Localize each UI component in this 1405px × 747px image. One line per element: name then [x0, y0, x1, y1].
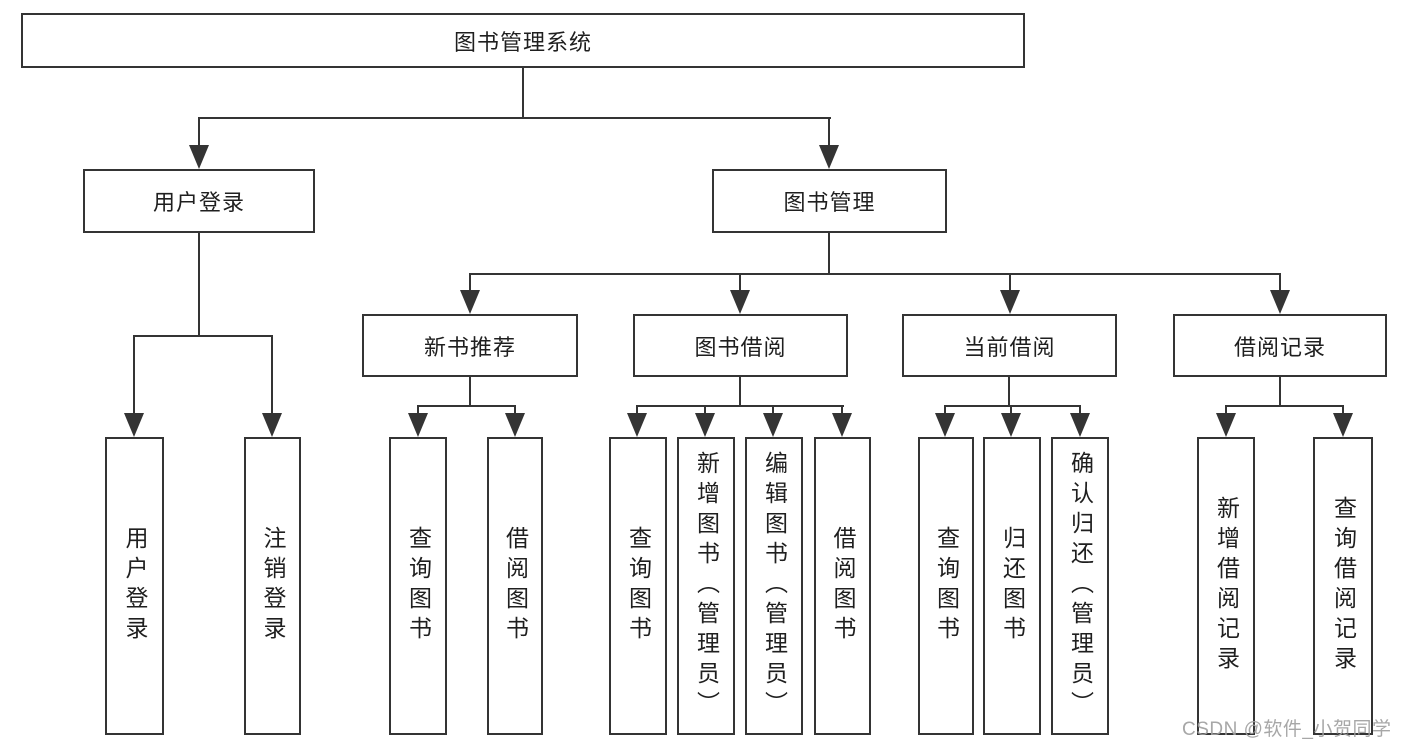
leaf-current-confirm-return-admin-label: 确认归还（管理员）	[1067, 451, 1094, 721]
leaf-user-login-label: 用户登录	[122, 526, 148, 646]
csdn-watermark: CSDN @软件_小贺同学	[1182, 719, 1392, 740]
node-new-book-recommend: 新书推荐	[362, 314, 578, 377]
connector-line	[514, 405, 516, 413]
connector-line	[469, 273, 1281, 275]
leaf-borrowing-edit-books-admin: 编辑图书（管理员）	[745, 437, 803, 735]
connector-line	[828, 117, 830, 145]
connector-line	[1279, 377, 1281, 407]
connector-line	[739, 273, 741, 290]
arrow-down-icon	[1333, 413, 1353, 437]
arrow-down-icon	[408, 413, 428, 437]
leaf-recommend-query-books-label: 查询图书	[405, 526, 432, 646]
leaf-current-return-books-label: 归还图书	[999, 526, 1026, 646]
connector-line	[1010, 405, 1012, 413]
arrow-down-icon	[763, 413, 783, 437]
leaf-borrowing-query-books-label: 查询图书	[625, 526, 652, 646]
arrow-down-icon	[124, 413, 144, 437]
arrow-down-icon	[627, 413, 647, 437]
leaf-borrowing-add-books-admin-label: 新增图书（管理员）	[693, 451, 720, 721]
arrow-down-icon	[189, 145, 209, 169]
leaf-current-query-books-label: 查询图书	[933, 526, 960, 646]
arrow-down-icon	[1270, 290, 1290, 314]
arrow-down-icon	[730, 290, 750, 314]
connector-line	[1225, 405, 1344, 407]
leaf-logout-login: 注销登录	[244, 437, 301, 735]
leaf-records-query-record: 查询借阅记录	[1313, 437, 1373, 735]
connector-line	[739, 377, 741, 407]
connector-line	[944, 405, 946, 413]
leaf-recommend-borrow-books-label: 借阅图书	[502, 526, 529, 646]
leaf-user-login: 用户登录	[105, 437, 164, 735]
connector-line	[636, 405, 638, 413]
connector-line	[417, 405, 419, 413]
arrow-down-icon	[1001, 413, 1021, 437]
arrow-down-icon	[832, 413, 852, 437]
connector-line	[1279, 273, 1281, 290]
connector-line	[133, 335, 273, 337]
connector-line	[944, 405, 1081, 407]
node-user-login-branch: 用户登录	[83, 169, 315, 233]
leaf-recommend-query-books: 查询图书	[389, 437, 447, 735]
connector-line	[198, 233, 200, 335]
arrow-down-icon	[1216, 413, 1236, 437]
connector-line	[469, 273, 471, 290]
connector-line	[636, 405, 844, 407]
node-book-management: 图书管理	[712, 169, 947, 233]
connector-line	[828, 233, 830, 275]
connector-line	[271, 335, 273, 413]
connector-line	[1008, 377, 1010, 407]
connector-line	[198, 117, 831, 119]
node-book-borrowing: 图书借阅	[633, 314, 848, 377]
arrow-down-icon	[1070, 413, 1090, 437]
node-borrowing-records: 借阅记录	[1173, 314, 1387, 377]
leaf-borrowing-edit-books-admin-label: 编辑图书（管理员）	[761, 451, 788, 721]
connector-line	[133, 335, 135, 413]
connector-line	[772, 405, 774, 413]
leaf-current-confirm-return-admin: 确认归还（管理员）	[1051, 437, 1109, 735]
connector-line	[704, 405, 706, 413]
arrow-down-icon	[935, 413, 955, 437]
connector-line	[469, 377, 471, 407]
connector-line	[522, 68, 524, 118]
leaf-borrowing-borrow-books: 借阅图书	[814, 437, 871, 735]
leaf-records-add-record: 新增借阅记录	[1197, 437, 1255, 735]
arrow-down-icon	[460, 290, 480, 314]
arrow-down-icon	[505, 413, 525, 437]
leaf-records-add-record-label: 新增借阅记录	[1213, 496, 1240, 676]
leaf-recommend-borrow-books: 借阅图书	[487, 437, 543, 735]
arrow-down-icon	[1000, 290, 1020, 314]
arrow-down-icon	[695, 413, 715, 437]
connector-line	[417, 405, 516, 407]
leaf-records-query-record-label: 查询借阅记录	[1330, 496, 1357, 676]
connector-line	[1225, 405, 1227, 413]
connector-line	[841, 405, 843, 413]
node-library-management-system: 图书管理系统	[21, 13, 1025, 68]
leaf-current-return-books: 归还图书	[983, 437, 1041, 735]
leaf-logout-login-label: 注销登录	[260, 526, 286, 646]
arrow-down-icon	[819, 145, 839, 169]
arrow-down-icon	[262, 413, 282, 437]
connector-line	[1009, 273, 1011, 290]
leaf-current-query-books: 查询图书	[918, 437, 974, 735]
connector-line	[198, 117, 200, 145]
node-current-borrowing: 当前借阅	[902, 314, 1117, 377]
connector-line	[1342, 405, 1344, 413]
connector-line	[1079, 405, 1081, 413]
leaf-borrowing-query-books: 查询图书	[609, 437, 667, 735]
leaf-borrowing-borrow-books-label: 借阅图书	[830, 526, 856, 646]
leaf-borrowing-add-books-admin: 新增图书（管理员）	[677, 437, 735, 735]
